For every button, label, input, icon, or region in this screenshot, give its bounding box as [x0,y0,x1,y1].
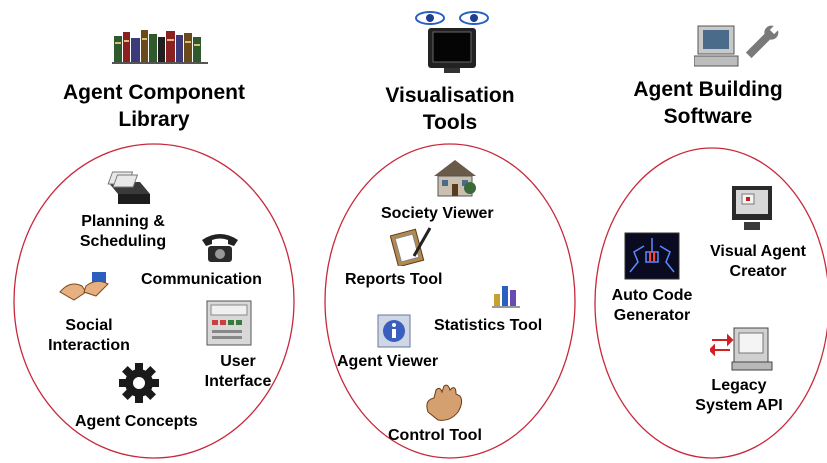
legacy-computer-icon [710,326,774,372]
software-title: Agent Building Software [633,78,783,128]
circuit-screen-icon [624,232,680,280]
eyes-tv-icon [408,10,496,74]
control-panel-icon [206,300,252,346]
gear-icon [118,362,160,404]
agent-concepts-label: Agent Concepts [75,413,198,430]
reports-tool-label: Reports Tool [345,271,443,288]
monitor-icon [730,184,774,232]
agent-viewer-label: Agent Viewer [337,353,439,370]
hand-icon [420,382,468,424]
tools-title: Visualisation Tools [385,84,515,134]
tools-oval [324,143,576,459]
telephone-icon [200,232,240,264]
info-icon [377,314,411,348]
communication-label: Communication [141,271,262,288]
computer-wrench-icon [694,24,784,68]
planning-scheduling-label: Planning &Scheduling [79,213,167,250]
society-viewer-label: Society Viewer [381,205,494,222]
library-oval [13,143,295,459]
house-icon [430,158,480,198]
software-oval [594,147,827,459]
books-icon [112,28,208,64]
chart-icon [492,280,520,308]
library-title: Agent Component Library [63,81,245,131]
statistics-tool-label: Statistics Tool [434,317,543,334]
control-tool-label: Control Tool [388,427,482,444]
card-file-icon [104,168,154,206]
handshake-icon [56,270,112,306]
clipboard-icon [390,226,432,266]
